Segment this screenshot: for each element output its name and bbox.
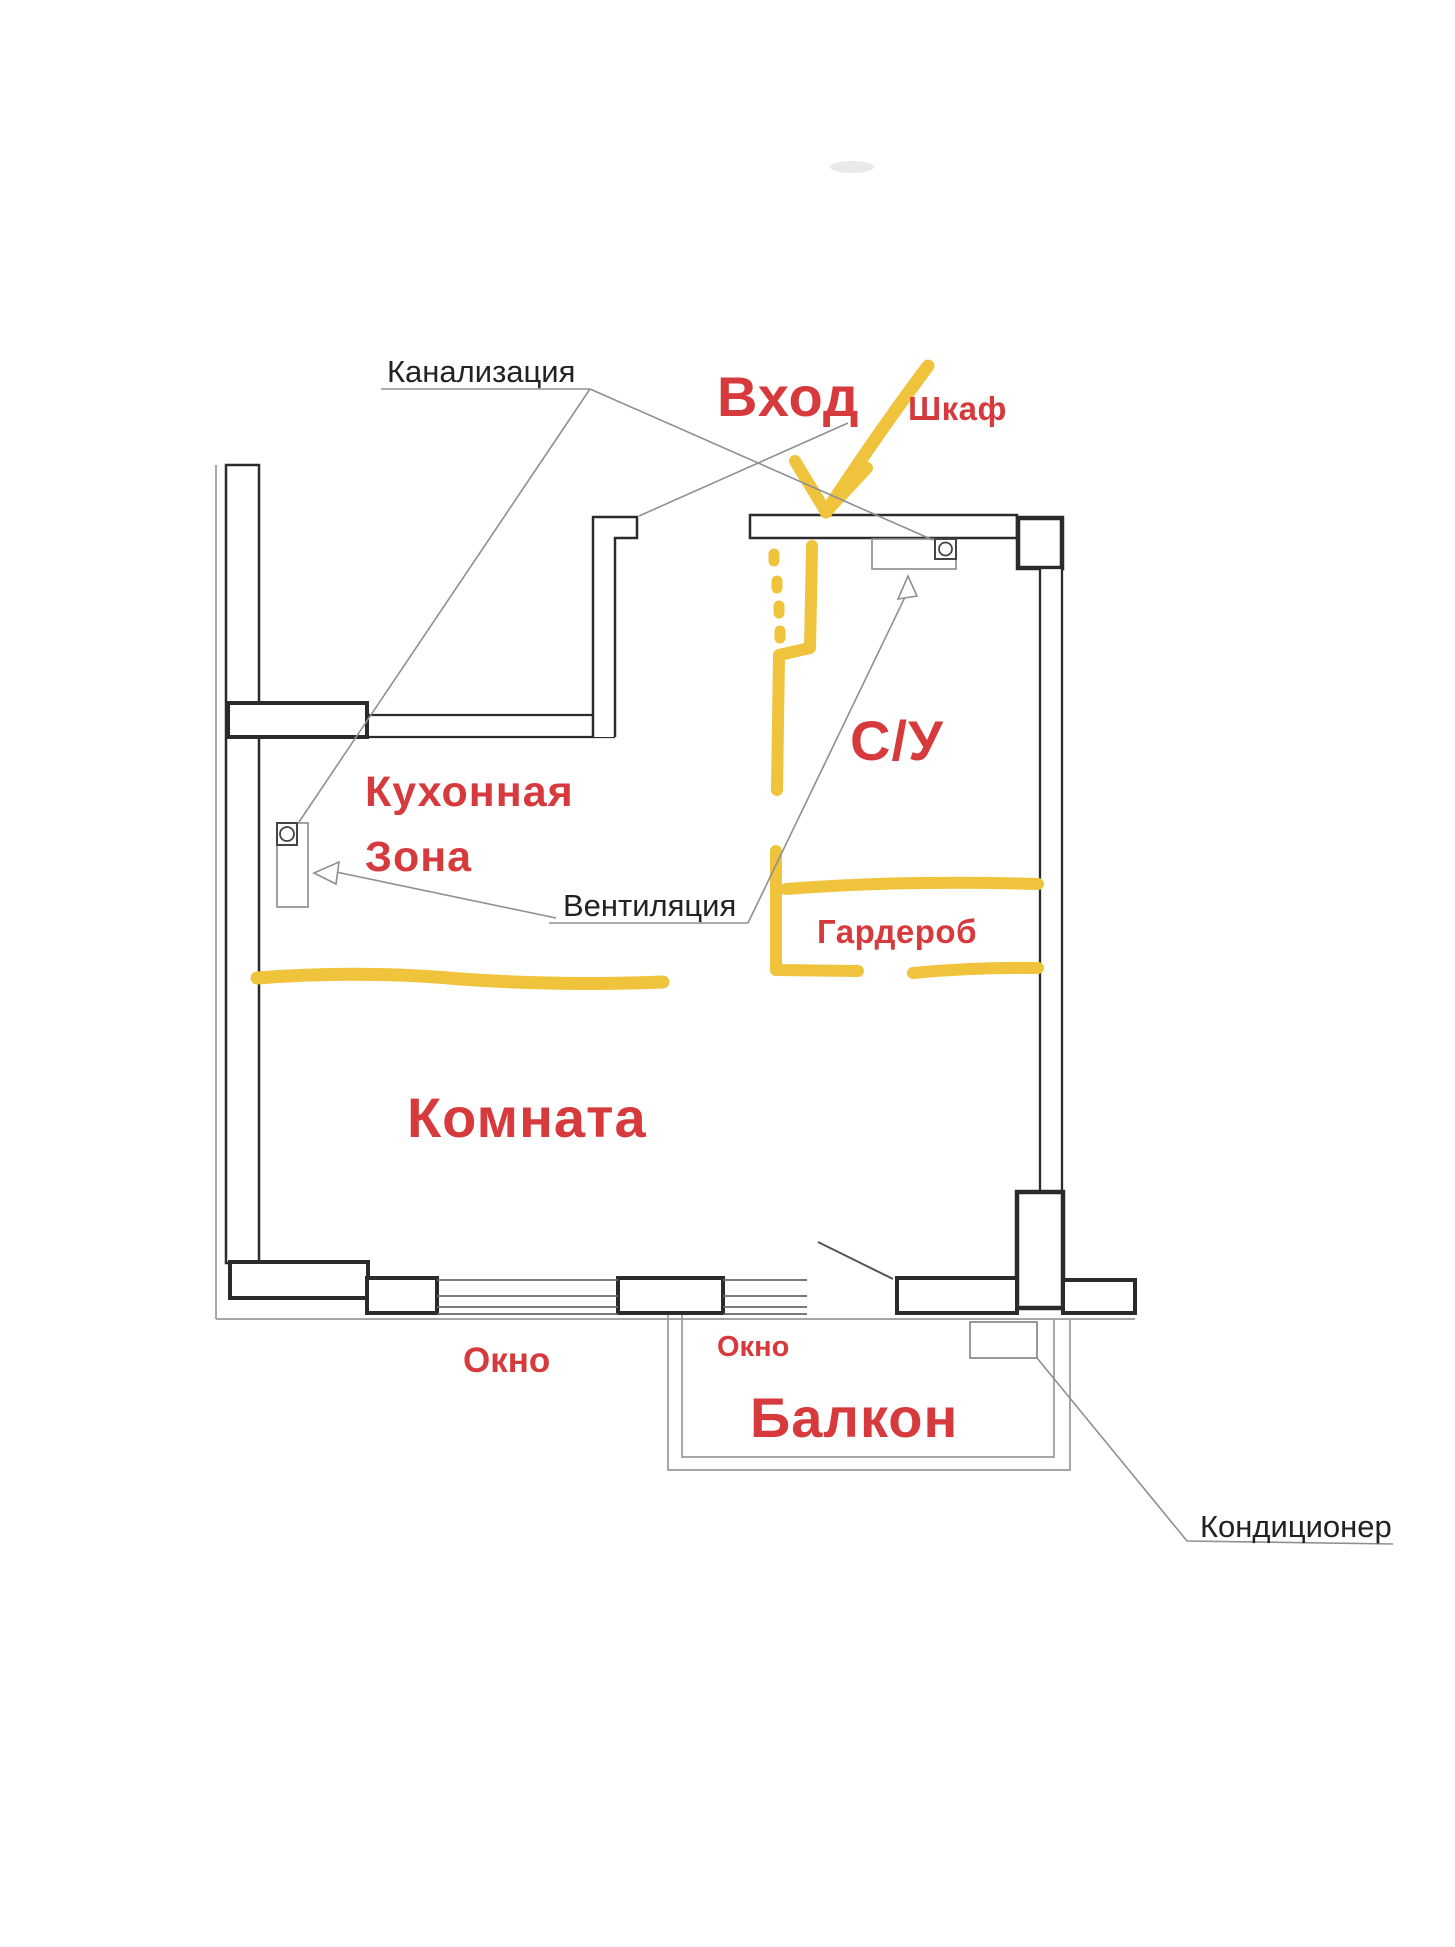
label-window-right: Окно [717, 1331, 789, 1363]
right-exterior-wall [1038, 566, 1064, 1194]
yellow-annotations [250, 359, 1044, 990]
label-sewerage: Канализация [387, 354, 575, 389]
bottom-right-column [1014, 1189, 1066, 1311]
balcony-outline-inner [681, 1313, 1055, 1458]
walls [224, 463, 1137, 1315]
duct-boxes [276, 538, 957, 908]
entrance-sewer-riser-circle [938, 541, 953, 557]
kitchen-wall-bar [226, 701, 369, 739]
label-window-left: Окно [463, 1341, 550, 1380]
label-kitchen-line1: Кухонная [365, 768, 574, 816]
ventilation-arrowhead-right [896, 574, 919, 601]
windows [437, 1241, 894, 1315]
label-ventilation: Вентиляция [563, 888, 736, 923]
label-entrance: Вход [717, 365, 859, 428]
balcony-door-leaf [817, 1241, 894, 1280]
leader-lines [298, 388, 1394, 1545]
entrance-arrow [789, 359, 935, 519]
thin-contours [215, 465, 1135, 1471]
left-exterior-wall [224, 463, 261, 1265]
label-air-conditioner: Кондиционер [1200, 1509, 1392, 1544]
labels: Канализация Вход Шкаф С/У Кухонная Зона … [365, 354, 1392, 1544]
window-left-glazing [437, 1279, 618, 1315]
sewerage-leader-right [589, 388, 934, 541]
sewerage-leader-left [298, 388, 591, 823]
label-bathroom: С/У [850, 709, 944, 772]
bottom-wall-corner-bar [228, 1260, 370, 1300]
top-right-column [1015, 515, 1065, 571]
entrance-leader [638, 422, 849, 517]
room-divider-marker [250, 967, 670, 990]
ventilation-leader-left [335, 871, 557, 919]
ventilation-arrowhead-left [312, 860, 340, 886]
label-wardrobe: Гардероб [817, 913, 977, 950]
window-right-glazing [723, 1279, 807, 1315]
bathroom-door-dashes [768, 548, 786, 644]
label-room: Комната [407, 1086, 647, 1149]
balcony-outline-outer [667, 1313, 1071, 1471]
bottom-wall-bar-5 [1061, 1278, 1137, 1315]
hallway-wall [591, 515, 639, 737]
label-closet-arrow: Шкаф [908, 390, 1007, 427]
ventilation-leader-right [747, 594, 907, 924]
kitchen-sewer-riser-circle [279, 826, 295, 842]
paper-smudge [830, 161, 874, 173]
ac-leader [1036, 1357, 1394, 1545]
bottom-wall-bar-2 [365, 1276, 439, 1315]
bathroom-wall-marker [770, 540, 818, 976]
wardrobe-wall-marker [772, 876, 1044, 979]
label-kitchen-line2: Зона [365, 833, 472, 881]
bottom-wall-bar-3 [616, 1276, 725, 1315]
label-balcony: Балкон [750, 1386, 958, 1449]
bottom-wall-bar-4 [895, 1276, 1019, 1315]
ac-unit-box [969, 1321, 1038, 1359]
